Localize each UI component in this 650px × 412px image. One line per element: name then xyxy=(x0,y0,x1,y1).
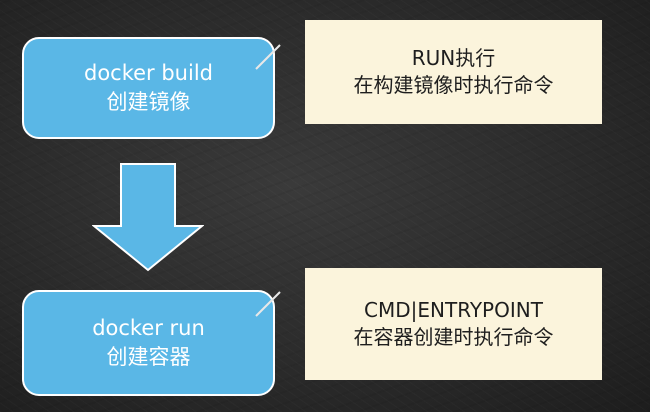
down-arrow-icon xyxy=(92,163,204,272)
docker-build-caption: 创建镜像 xyxy=(106,90,191,114)
cmd-entrypoint-title: CMD|ENTRYPOINT xyxy=(364,298,543,322)
cmd-entrypoint-description: 在容器创建时执行命令 xyxy=(353,325,554,349)
docker-run-caption: 创建容器 xyxy=(106,345,191,369)
run-instruction-description: 在构建镜像时执行命令 xyxy=(353,73,554,97)
docker-build-step: docker build 创建镜像 xyxy=(22,37,275,139)
docker-run-step: docker run 创建容器 xyxy=(22,290,275,396)
build-note-connector xyxy=(255,44,281,70)
run-note-connector xyxy=(255,291,281,317)
run-instruction-title: RUN执行 xyxy=(411,46,496,70)
cmd-entrypoint-note: CMD|ENTRYPOINT 在容器创建时执行命令 xyxy=(305,268,602,380)
docker-run-command: docker run xyxy=(92,316,205,340)
run-instruction-note: RUN执行 在构建镜像时执行命令 xyxy=(305,20,602,124)
docker-build-command: docker build xyxy=(83,61,213,85)
